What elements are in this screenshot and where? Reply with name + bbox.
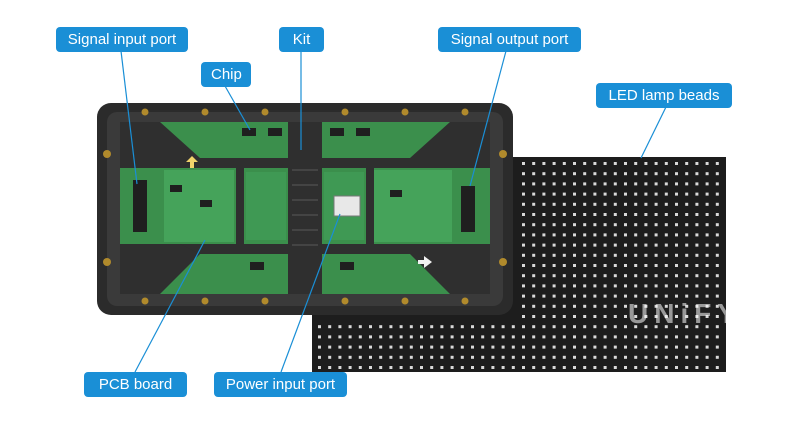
leader-chip <box>224 85 251 131</box>
leader-signal-input <box>120 50 138 185</box>
pcb-board-area-right <box>374 170 452 242</box>
pcb-board-area <box>164 170 234 242</box>
arrow-up-icon <box>186 156 198 168</box>
signal-input-connector <box>133 180 147 232</box>
leader-pcb-board <box>134 239 206 373</box>
kit-ribs <box>292 169 318 246</box>
brand-watermark: UNiFY <box>628 298 742 329</box>
leader-led-lamp-beads <box>640 106 667 159</box>
signal-output-connector <box>461 186 475 232</box>
label-signal-output-port: Signal output port <box>438 27 581 52</box>
leader-signal-output <box>469 50 507 187</box>
label-signal-input-port: Signal input port <box>56 27 188 52</box>
led-bead-grid <box>318 162 719 369</box>
label-power-input-port: Power input port <box>214 372 347 397</box>
chips <box>170 128 402 270</box>
label-kit: Kit <box>279 27 324 52</box>
label-chip: Chip <box>201 62 251 87</box>
power-input-connector <box>333 195 361 217</box>
screws <box>103 108 507 305</box>
leader-lines <box>120 50 667 373</box>
label-pcb-board: PCB board <box>84 372 187 397</box>
leader-power-input <box>280 213 341 373</box>
label-led-lamp-beads: LED lamp beads <box>596 83 732 108</box>
arrow-right-icon <box>418 256 432 268</box>
kit-frame <box>120 122 490 294</box>
pcb-module <box>97 103 513 315</box>
